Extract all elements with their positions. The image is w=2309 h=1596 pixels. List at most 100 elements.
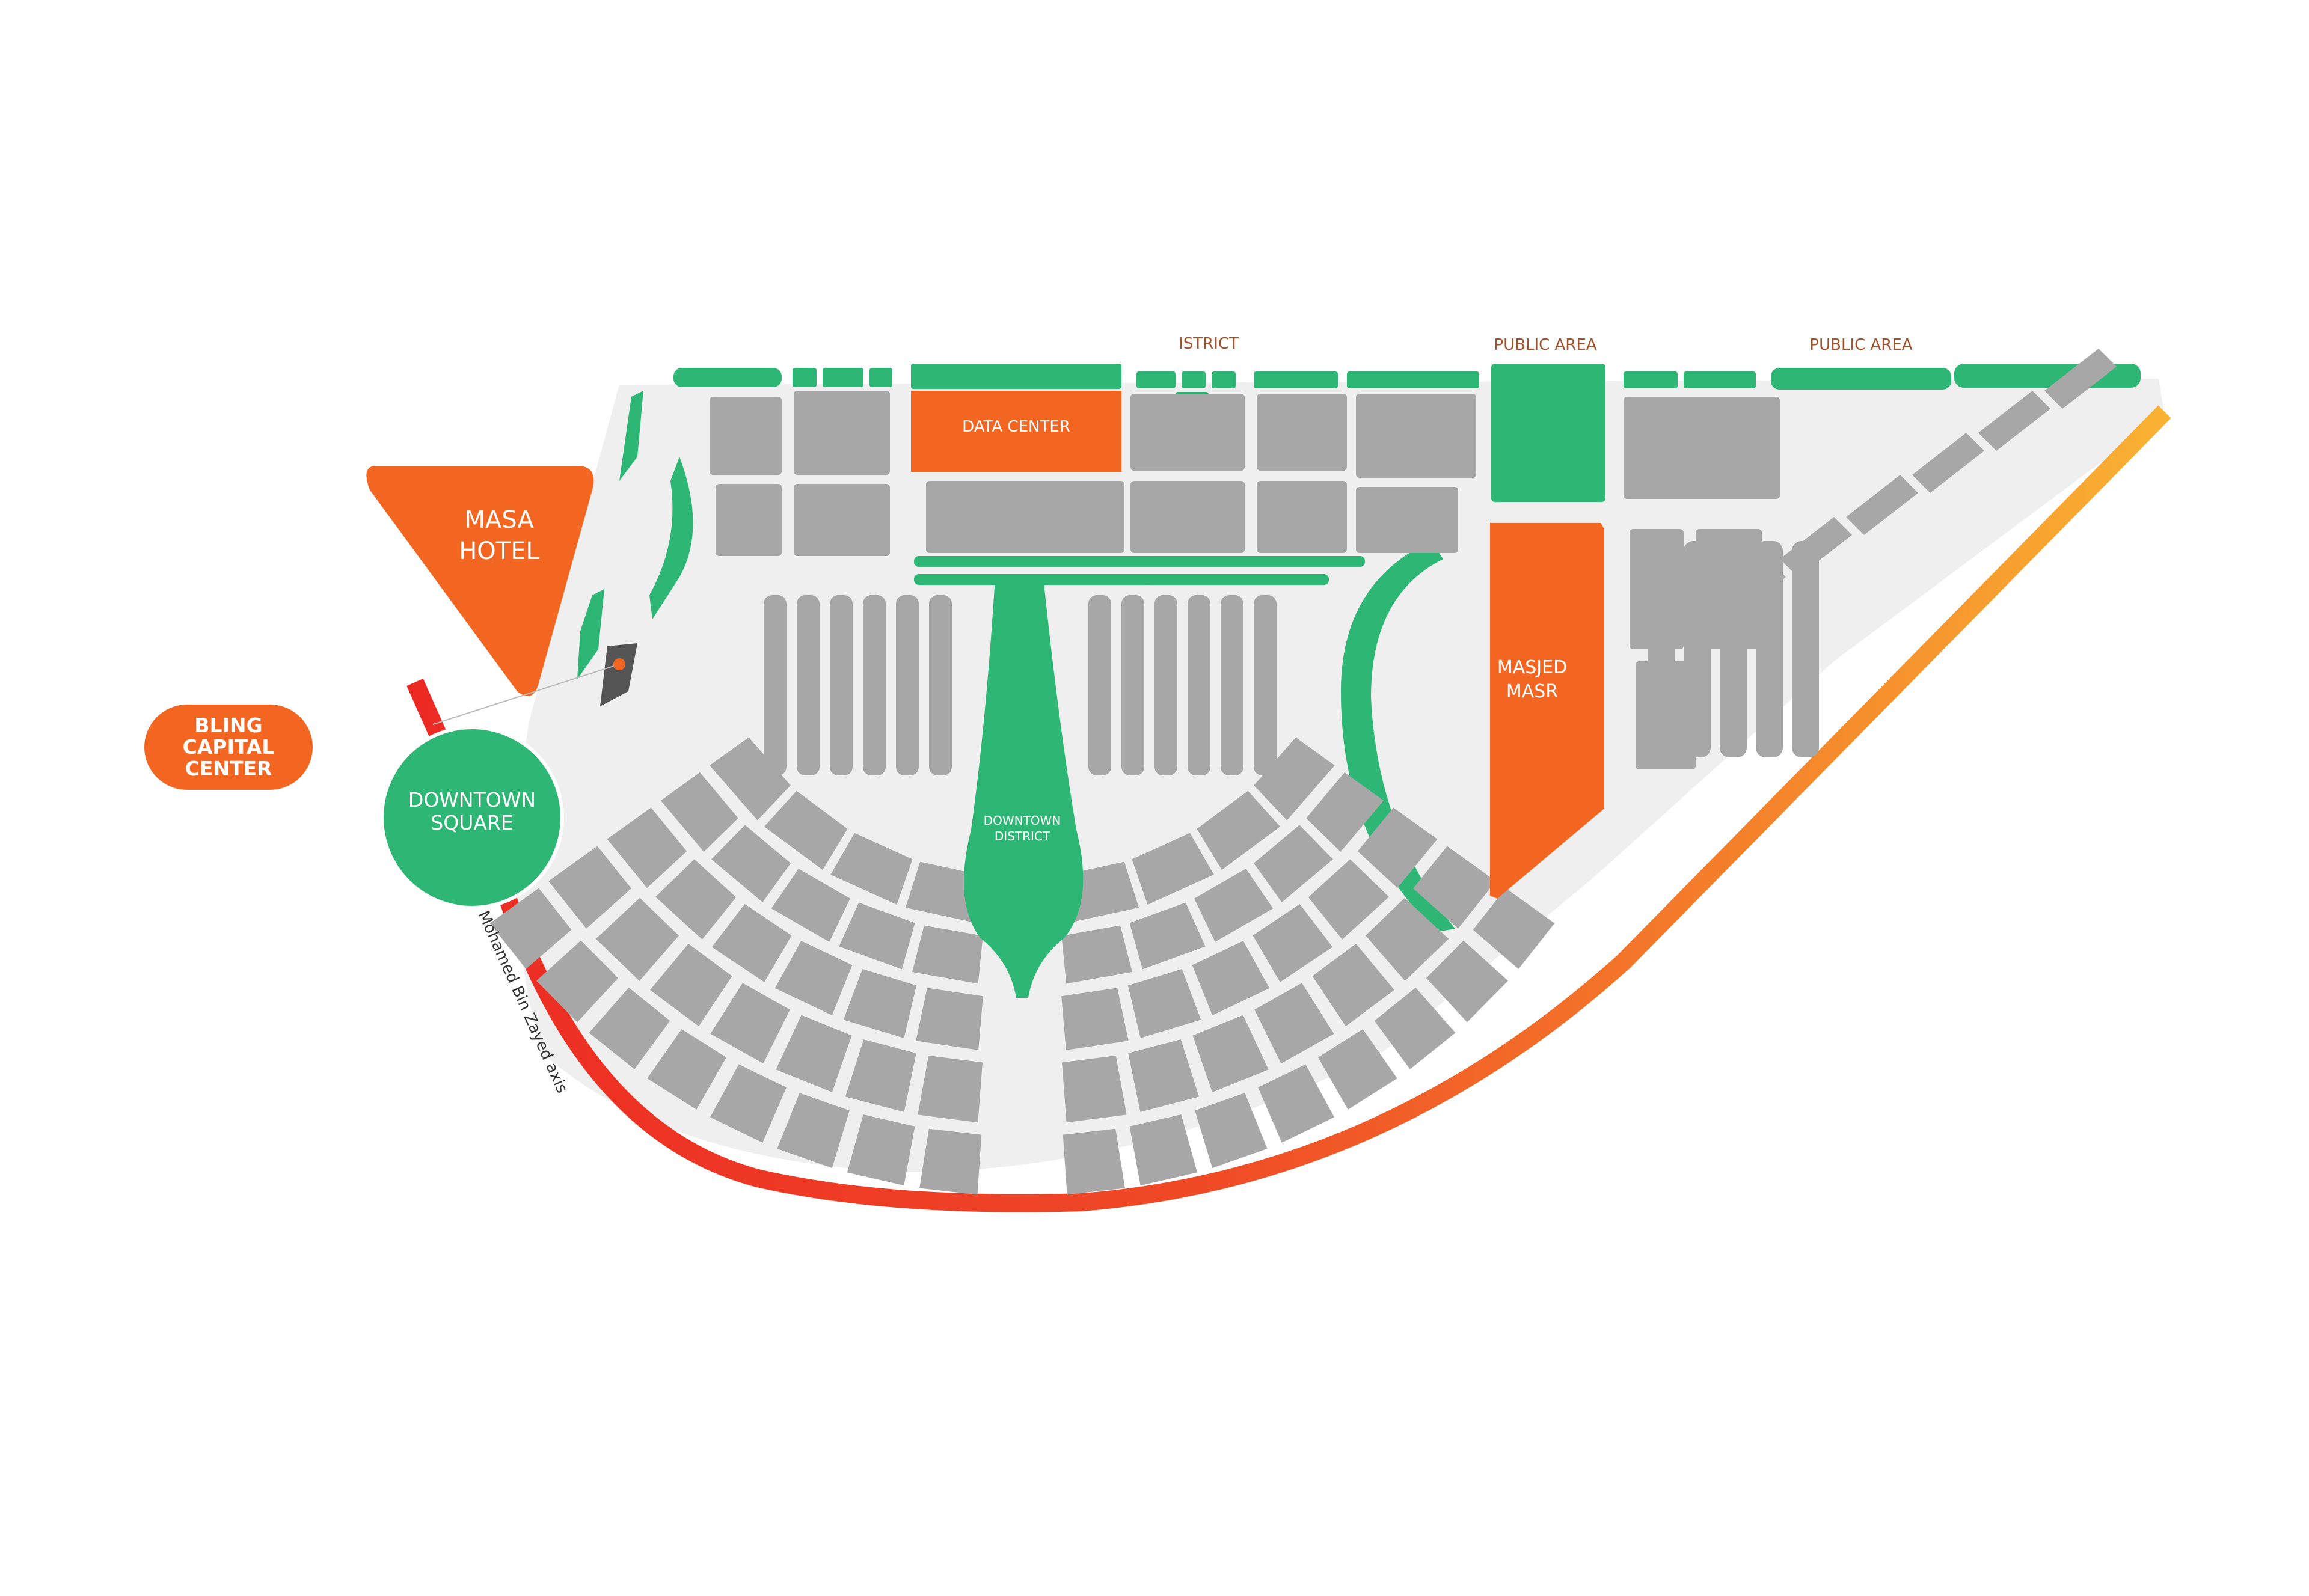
building-block bbox=[1258, 1064, 1334, 1143]
crescent-park bbox=[1341, 541, 1455, 932]
downtown-square-label-1: DOWNTOWN bbox=[408, 788, 536, 812]
building-block bbox=[1253, 903, 1333, 982]
public-area-label-2: PUBLIC AREA bbox=[1809, 336, 1912, 354]
masjed-label-2: MASR bbox=[1506, 681, 1558, 702]
building-block bbox=[1648, 541, 1675, 757]
downtown-district-label-1: DOWNTOWN bbox=[984, 813, 1061, 828]
building-block bbox=[710, 397, 782, 475]
masa-hotel-zone[interactable] bbox=[366, 466, 594, 696]
building-block bbox=[1130, 394, 1245, 471]
building-block bbox=[1846, 475, 1918, 535]
building-block bbox=[1720, 541, 1747, 757]
building-block bbox=[607, 807, 687, 888]
building-block bbox=[794, 391, 890, 475]
building-blocks bbox=[489, 349, 2117, 1195]
bling-label-1: BLING bbox=[194, 714, 262, 737]
mid-green-strips bbox=[914, 556, 1365, 585]
building-block bbox=[1127, 969, 1201, 1038]
building-block bbox=[1195, 1093, 1268, 1169]
building-block bbox=[1061, 988, 1129, 1050]
building-block bbox=[830, 595, 853, 775]
building-block bbox=[918, 1055, 983, 1123]
building-block bbox=[776, 1015, 852, 1093]
building-block bbox=[771, 869, 850, 942]
building-block bbox=[1413, 846, 1496, 929]
building-block bbox=[1194, 869, 1274, 942]
building-block bbox=[1128, 1039, 1200, 1112]
building-block bbox=[1088, 595, 1111, 775]
building-block bbox=[1121, 595, 1144, 775]
building-block bbox=[650, 943, 732, 1027]
masa-marker-block bbox=[600, 643, 637, 706]
building-block bbox=[843, 969, 917, 1038]
building-block bbox=[1356, 394, 1476, 478]
building-block bbox=[1129, 1114, 1198, 1186]
building-block bbox=[1624, 397, 1780, 499]
data-center-zone[interactable] bbox=[911, 391, 1121, 472]
building-block bbox=[1357, 807, 1438, 888]
building-block bbox=[1308, 859, 1389, 940]
building-block bbox=[1426, 940, 1509, 1023]
building-block bbox=[764, 595, 787, 775]
building-block bbox=[1473, 888, 1555, 969]
top-green-strips bbox=[673, 364, 2141, 502]
masa-label-2: HOTEL bbox=[459, 537, 539, 565]
district-top-label: ISTRICT bbox=[1179, 335, 1239, 353]
building-block bbox=[912, 925, 983, 984]
building-block bbox=[926, 481, 1124, 553]
data-center-label: DATA CENTER bbox=[962, 418, 1070, 436]
building-block bbox=[1684, 541, 1711, 757]
building-block bbox=[1132, 833, 1214, 905]
building-block bbox=[847, 1114, 915, 1186]
building-block bbox=[1306, 772, 1384, 852]
building-block bbox=[845, 1039, 916, 1112]
left-green-strips bbox=[577, 391, 693, 679]
building-block bbox=[710, 983, 790, 1064]
building-block bbox=[1257, 481, 1347, 553]
bling-capital-center-badge[interactable] bbox=[144, 705, 313, 790]
building-block bbox=[1366, 897, 1449, 981]
building-block bbox=[655, 859, 737, 940]
bling-label-2: CAPITAL bbox=[183, 735, 275, 759]
masjed-label-1: MASJED bbox=[1497, 657, 1567, 678]
building-block bbox=[1374, 987, 1456, 1069]
building-block bbox=[1061, 925, 1132, 984]
masa-label-1: MASA bbox=[464, 506, 534, 534]
building-block bbox=[711, 903, 792, 982]
building-block bbox=[1254, 595, 1277, 775]
building-block bbox=[1221, 595, 1243, 775]
marker-connector bbox=[432, 664, 620, 725]
building-block bbox=[1254, 737, 1335, 821]
building-block bbox=[1356, 487, 1458, 553]
location-dot-icon[interactable] bbox=[613, 658, 625, 670]
building-block bbox=[1756, 541, 1783, 757]
building-block bbox=[830, 833, 913, 905]
building-block bbox=[774, 941, 853, 1015]
building-block bbox=[1063, 1128, 1125, 1195]
building-block bbox=[647, 1029, 726, 1110]
building-block bbox=[794, 484, 890, 556]
building-block bbox=[548, 846, 631, 929]
building-block bbox=[896, 595, 919, 775]
building-block bbox=[1062, 1055, 1127, 1123]
building-block bbox=[716, 484, 782, 556]
building-block bbox=[1192, 1015, 1269, 1093]
building-block bbox=[919, 1128, 982, 1195]
building-block bbox=[660, 772, 738, 852]
building-block bbox=[1192, 941, 1270, 1015]
building-block bbox=[1312, 943, 1394, 1027]
masjed-masr-zone[interactable] bbox=[1490, 523, 1604, 899]
building-block bbox=[1318, 1029, 1397, 1110]
building-block bbox=[905, 861, 983, 923]
downtown-square-label-2: SQUARE bbox=[431, 811, 513, 834]
mohamed-bin-zayed-axis-road bbox=[406, 405, 2171, 1212]
building-block bbox=[710, 1064, 787, 1143]
building-block bbox=[589, 987, 670, 1069]
building-block bbox=[777, 1093, 850, 1169]
bling-label-3: CENTER bbox=[185, 757, 272, 780]
downtown-district-label-2: DISTRICT bbox=[995, 829, 1050, 843]
building-block bbox=[1257, 394, 1347, 471]
building-block bbox=[1912, 433, 1984, 493]
building-block bbox=[1254, 825, 1333, 903]
downtown-square-zone[interactable] bbox=[380, 726, 564, 910]
